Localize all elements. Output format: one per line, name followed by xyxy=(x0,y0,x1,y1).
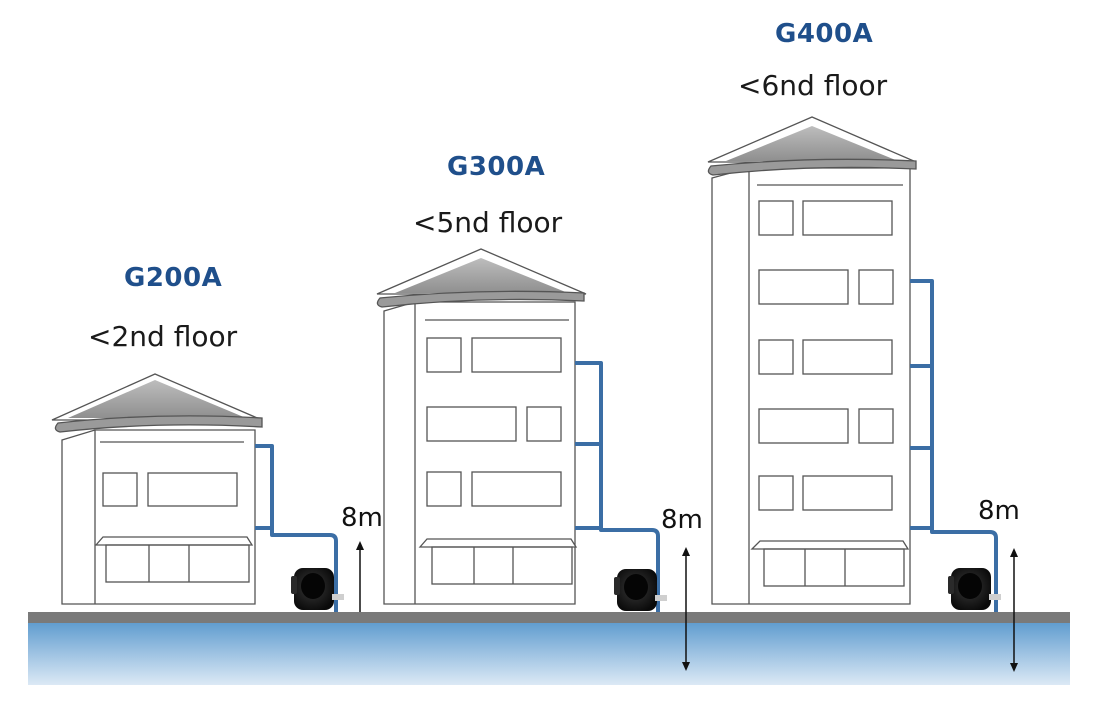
model-label-g400a: G400A xyxy=(775,19,874,49)
depth-label-g400a: 8m xyxy=(978,496,1020,526)
depth-label-g300a: 8m xyxy=(661,505,703,535)
pump-icon xyxy=(614,569,667,611)
model-label-g200a: G200A xyxy=(124,263,223,293)
model-label-g300a: G300A xyxy=(447,152,546,182)
double-arrow-icon xyxy=(682,547,690,671)
floor-limit-g400a: <6nd floor xyxy=(738,69,888,102)
water-pipes xyxy=(255,279,998,612)
building-g200a xyxy=(51,373,263,605)
double-arrow-icon xyxy=(356,541,364,612)
building-g300a xyxy=(376,248,587,605)
building-g400a xyxy=(707,116,917,605)
floor-limit-g200a: <2nd floor xyxy=(88,320,238,353)
floor-limit-g300a: <5nd floor xyxy=(413,206,563,239)
pump-icon xyxy=(948,568,1001,610)
pump-icon xyxy=(291,568,344,610)
water-area xyxy=(28,622,1070,685)
double-arrow-icon xyxy=(1010,548,1018,672)
depth-label-g200a: 8m xyxy=(341,503,383,533)
ground-line xyxy=(28,612,1070,623)
